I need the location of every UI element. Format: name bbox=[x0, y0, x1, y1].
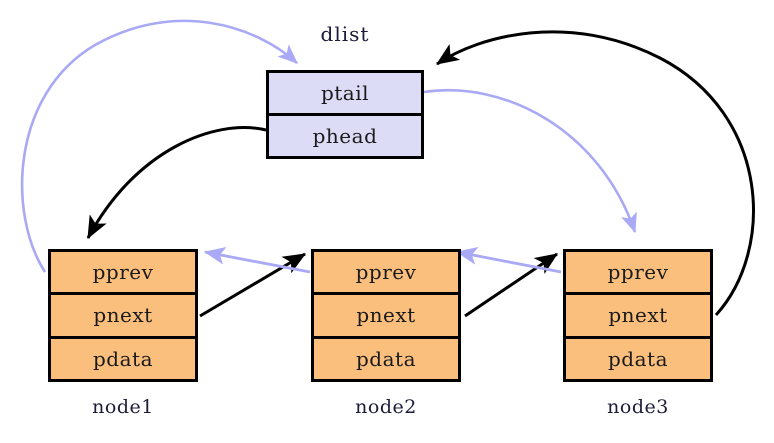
edge-dlist-ptail-to-node3 bbox=[423, 88, 637, 233]
node3-field-pnext[interactable]: pnext bbox=[566, 292, 710, 336]
dlist-field-phead[interactable]: phead bbox=[269, 113, 421, 156]
node1-caption: node1 bbox=[92, 396, 154, 418]
node2-caption: node2 bbox=[355, 396, 417, 418]
dlist-field-ptail[interactable]: ptail bbox=[269, 73, 421, 113]
edge-node1-pprev-to-dlist bbox=[20, 19, 298, 273]
node2-field-pprev[interactable]: pprev bbox=[314, 252, 458, 293]
edge-dlist-phead-to-node1 bbox=[86, 126, 267, 240]
node3-struct-box[interactable]: pprev pnext pdata bbox=[563, 249, 713, 382]
node1-field-pnext[interactable]: pnext bbox=[51, 292, 195, 336]
node1-field-pdata[interactable]: pdata bbox=[51, 335, 195, 379]
node1-struct-box[interactable]: pprev pnext pdata bbox=[48, 249, 198, 382]
edge-node3-pprev-to-node2 bbox=[455, 247, 562, 274]
node3-caption: node3 bbox=[607, 396, 669, 418]
dlist-title-label: dlist bbox=[320, 22, 370, 46]
edge-node1-pnext-to-node2 bbox=[199, 252, 307, 318]
edge-node2-pnext-to-node3 bbox=[464, 252, 558, 318]
node3-field-pprev[interactable]: pprev bbox=[566, 252, 710, 293]
dlist-struct-box[interactable]: ptail phead bbox=[266, 70, 424, 159]
node2-struct-box[interactable]: pprev pnext pdata bbox=[311, 249, 461, 382]
edge-node3-pnext-to-dlist bbox=[436, 30, 755, 317]
node1-field-pprev[interactable]: pprev bbox=[51, 252, 195, 293]
edge-node2-pprev-to-node1 bbox=[203, 246, 311, 274]
node2-field-pnext[interactable]: pnext bbox=[314, 292, 458, 336]
node2-field-pdata[interactable]: pdata bbox=[314, 335, 458, 379]
node3-field-pdata[interactable]: pdata bbox=[566, 335, 710, 379]
